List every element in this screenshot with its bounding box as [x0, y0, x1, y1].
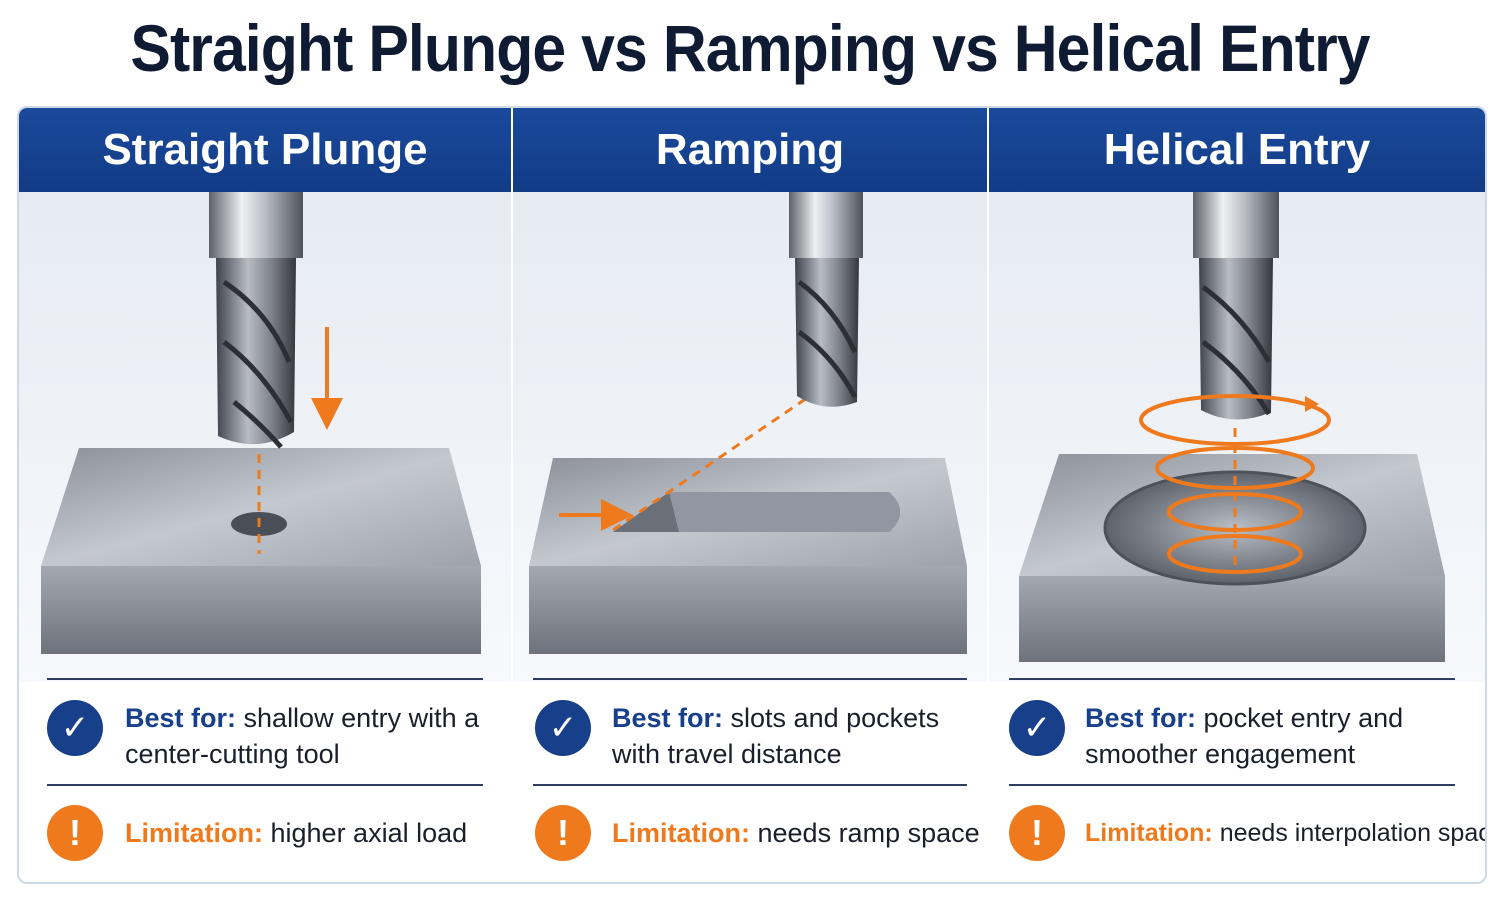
limitation-value: higher axial load [270, 818, 468, 848]
best-for-value: pocket entry and smoother engagement [1085, 703, 1404, 769]
heading-helical-entry: Helical Entry [1103, 125, 1371, 174]
exclamation-icon: ! [1009, 805, 1065, 861]
row-separator [1009, 784, 1455, 786]
best-for-value: shallow entry with a center-cutting tool [125, 703, 480, 769]
check-icon: ✓ [47, 700, 103, 756]
end-mill-shank [1193, 192, 1279, 258]
ramping-illustration [529, 192, 967, 654]
limitation-label: Limitation: [612, 818, 750, 848]
page-title: Straight Plunge vs Ramping vs Helical En… [130, 11, 1370, 85]
best-for-label: Best for: [612, 703, 724, 733]
column-divider [987, 108, 989, 882]
row-separator [47, 784, 483, 786]
limitation-text: Limitation: higher axial load [125, 815, 495, 851]
row-separator [47, 678, 483, 680]
row-separator [533, 784, 967, 786]
limitation-label: Limitation: [125, 818, 263, 848]
limitation-label: Limitation: [1085, 819, 1213, 847]
heading-ramping: Ramping [655, 125, 845, 174]
limitation-value: needs ramp space [757, 818, 980, 848]
illustrations [19, 192, 1485, 682]
best-for-text: Best for: shallow entry with a center-cu… [125, 700, 485, 772]
limitation-text: Limitation: needs ramp space [612, 815, 982, 851]
end-mill-shank [789, 192, 863, 258]
exclamation-icon: ! [535, 805, 591, 861]
row-separator [533, 678, 967, 680]
best-for-text: Best for: pocket entry and smoother enga… [1085, 700, 1415, 772]
best-for-text: Best for: slots and pockets with travel … [612, 700, 972, 772]
header-bar [19, 108, 1485, 192]
check-icon: ✓ [535, 700, 591, 756]
end-mill-shank [209, 192, 303, 258]
exclamation-icon: ! [47, 805, 103, 861]
row-separator [1009, 678, 1455, 680]
end-mill-flutes [795, 258, 859, 407]
limitation-value: needs interpolation space [1219, 819, 1487, 847]
straight-plunge-illustration [41, 192, 481, 654]
column-divider [511, 108, 513, 882]
comparison-panel: Straight Plunge Ramping Helical Entry [17, 106, 1487, 884]
ramp-path-line [612, 396, 808, 532]
best-for-label: Best for: [125, 703, 237, 733]
helical-entry-illustration [1019, 192, 1445, 662]
heading-straight-plunge: Straight Plunge [102, 125, 428, 174]
check-icon: ✓ [1009, 700, 1065, 756]
rotation-arrow [1305, 396, 1319, 412]
best-for-value: slots and pockets with travel distance [612, 703, 940, 769]
limitation-text: Limitation: needs interpolation space [1085, 815, 1485, 851]
best-for-label: Best for: [1085, 703, 1197, 733]
